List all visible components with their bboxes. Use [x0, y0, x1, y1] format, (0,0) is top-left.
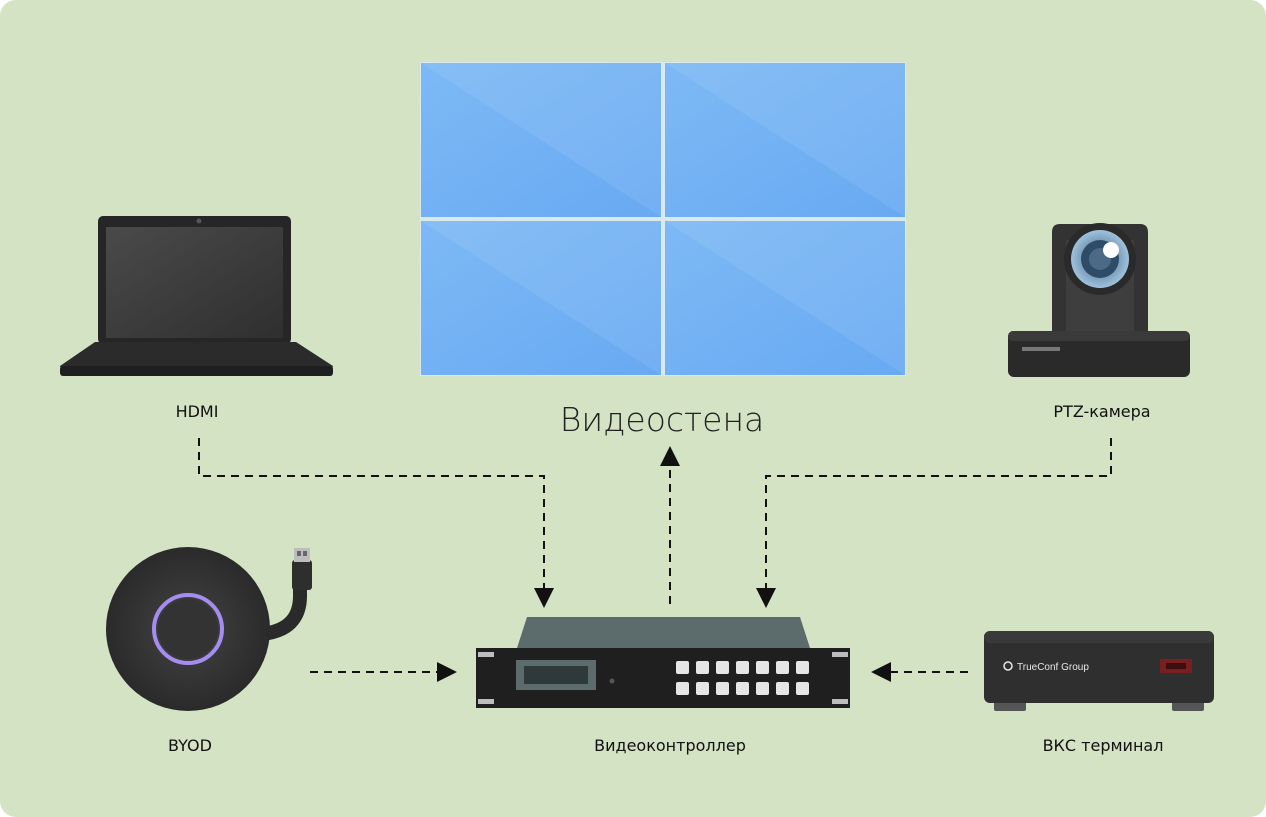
video-controller-icon [476, 617, 850, 708]
wall-panel-1 [421, 63, 661, 217]
vks-terminal-icon: TrueConf Group [984, 631, 1214, 711]
terminal-brand: TrueConf Group [1017, 662, 1089, 673]
video-wall [420, 62, 906, 376]
wall-panel-2 [665, 63, 905, 217]
wall-panel-3 [421, 221, 661, 375]
byod-label: BYOD [168, 736, 212, 755]
video-wall-label: Видеостена [559, 400, 765, 439]
vks-terminal-label: ВКС терминал [1042, 736, 1164, 755]
ptz-camera-icon [1008, 223, 1190, 377]
laptop-icon [60, 216, 333, 376]
connectors [198, 438, 1112, 682]
wall-panel-4 [665, 221, 905, 375]
hdmi-label: HDMI [175, 402, 219, 421]
video-controller-label: Видеоконтроллер [594, 736, 746, 755]
connector-ptz-to-controller [756, 438, 1112, 608]
brand-logo-icon [1003, 661, 1013, 671]
ptz-camera-label: PTZ-камера [1053, 402, 1151, 421]
byod-icon [106, 547, 312, 711]
connector-hdmi-to-controller [198, 438, 554, 608]
